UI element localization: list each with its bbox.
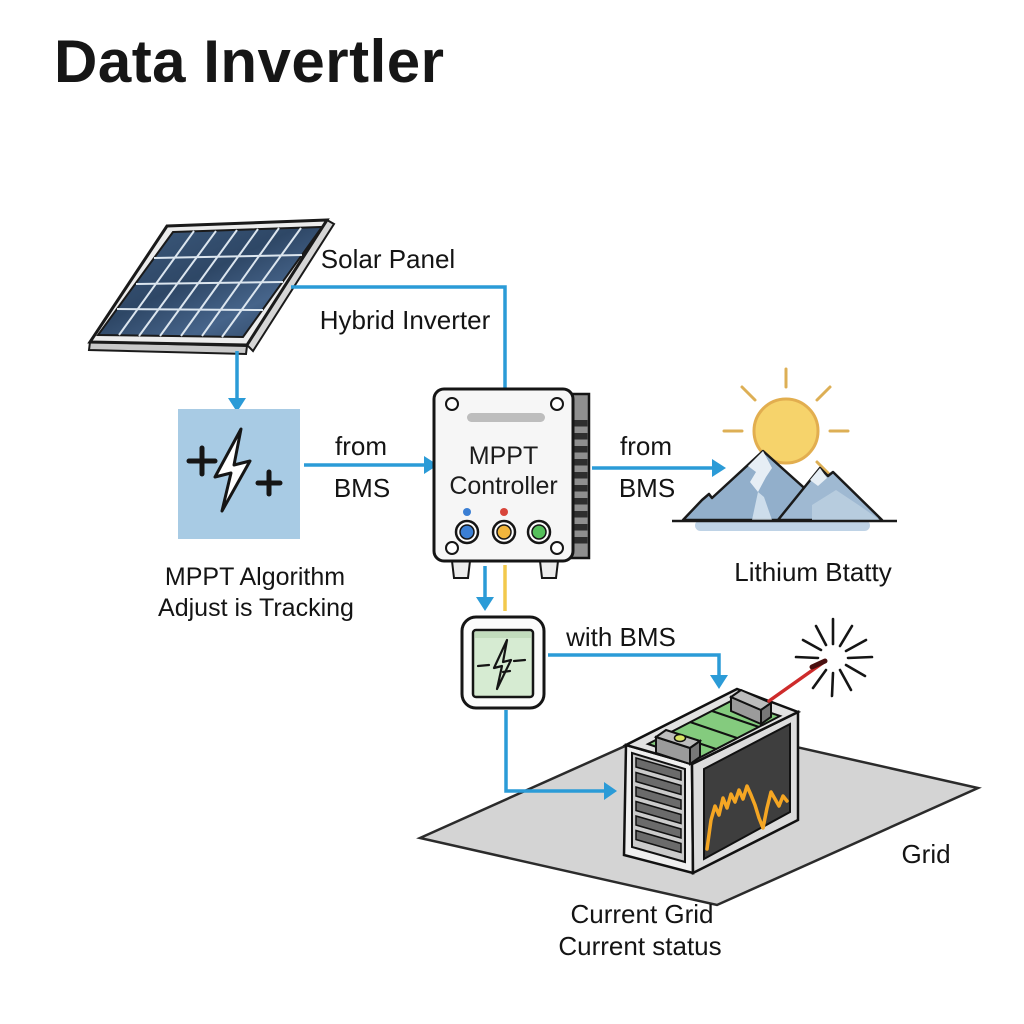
current-status-label: Current status <box>558 931 722 961</box>
solar-panel-icon <box>87 218 336 356</box>
connector-inverter-to-grid <box>504 710 617 800</box>
connector-panel-to-controller <box>291 285 507 388</box>
blue-indicator-dot <box>463 508 471 516</box>
hybrid-inverter-label: Hybrid Inverter <box>319 305 491 335</box>
knob-green <box>526 519 552 545</box>
knob-blue <box>454 519 480 545</box>
connector-panel-to-algorithm <box>228 351 246 412</box>
current-grid-label: Current Grid <box>570 899 714 929</box>
from-bms-left-label-line1: from <box>335 431 387 461</box>
terminal-indicator-dot <box>673 733 687 743</box>
terminal-back-icon <box>728 688 774 726</box>
mountain-shadow <box>695 520 870 531</box>
algorithm-label-line1: MPPT Algorithm <box>164 563 346 591</box>
connector-controller-to-inverter <box>476 565 507 611</box>
red-indicator-dot <box>500 508 508 516</box>
controller-label: MPPT Controller <box>434 441 573 501</box>
controller-label-line2: Controller <box>449 472 558 500</box>
from-bms-right-label-line1: from <box>620 431 672 461</box>
mppt-algorithm-box-icon <box>178 409 300 539</box>
inverter-unit-icon <box>460 615 546 710</box>
with-bms-label: with BMS <box>566 622 676 652</box>
lightning-bolt-icon <box>213 427 252 513</box>
controller-label-line1: MPPT <box>468 442 539 470</box>
vent-slot-icon <box>467 413 545 422</box>
sun-icon <box>752 397 820 465</box>
lithium-battery-label: Lithium Btatty <box>734 557 892 587</box>
plus-signs-icon <box>186 445 283 497</box>
grid-label: Grid <box>901 839 951 869</box>
page-title: Data Invertler <box>54 28 445 95</box>
starburst-rays <box>794 617 874 698</box>
sun-mountains-icon <box>672 367 897 531</box>
red-wire <box>767 660 826 703</box>
flash-symbol-icon <box>492 638 513 691</box>
solar-panel-label: Solar Panel <box>320 244 456 274</box>
from-bms-right-label-line2: BMS <box>618 473 676 503</box>
battery-unit-icon <box>622 687 802 876</box>
connector-inverter-to-battery <box>548 653 728 689</box>
connector-controller-to-lithium <box>592 459 726 477</box>
algorithm-label-line2: Adjust is Tracking <box>158 594 354 622</box>
knob-yellow <box>491 519 517 545</box>
mppt-controller-icon <box>432 387 591 579</box>
spark-icon <box>767 617 874 703</box>
corner-screws-icon <box>445 397 564 555</box>
waveform-line <box>705 784 789 851</box>
from-bms-left-label-line2: BMS <box>333 473 391 503</box>
connector-algorithm-to-controller <box>304 456 438 474</box>
